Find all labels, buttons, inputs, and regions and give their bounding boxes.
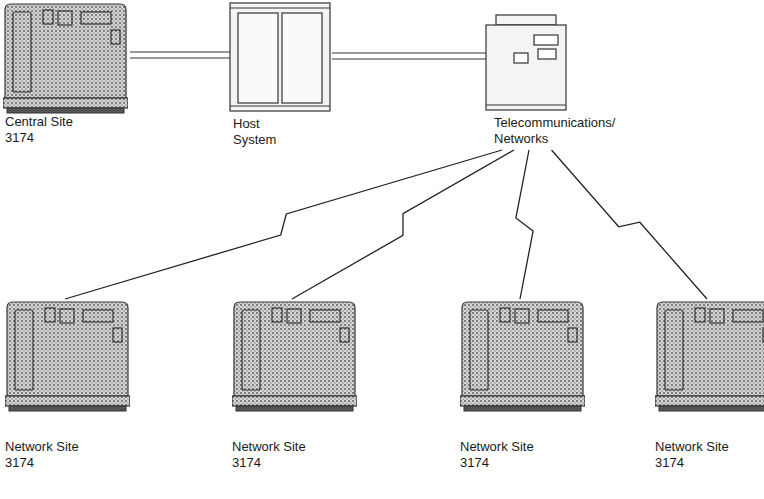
controller-3174: [460, 302, 585, 411]
telecom-link: [292, 150, 514, 299]
equipment-node: Network Site 3174: [458, 298, 588, 471]
controller-3174: [3, 4, 128, 113]
equipment-node: Central Site 3174: [2, 0, 130, 146]
controller-3174: [655, 302, 764, 411]
site-label: Host System: [233, 116, 285, 148]
equipment-node: Host System: [228, 1, 332, 148]
lightning-line: [65, 150, 502, 299]
equipment-node: Network Site 3174: [3, 298, 133, 471]
telecom-link: [65, 150, 502, 299]
cable-line: [130, 57, 230, 58]
cable-line: [332, 52, 486, 53]
lightning-line: [552, 150, 708, 299]
telecom-unit: [486, 15, 566, 110]
equipment-node: Telecommunications/ Networks: [484, 0, 634, 147]
site-label: Network Site 3174: [232, 439, 332, 471]
site-label: Telecommunications/ Networks: [494, 115, 632, 147]
cable-line: [130, 51, 230, 52]
site-label: Network Site 3174: [5, 439, 105, 471]
telecom-link: [516, 150, 533, 299]
equipment-node: Network Site 3174: [230, 298, 360, 471]
controller-3174: [5, 302, 130, 411]
equipment-node: Network Site 3174: [653, 298, 761, 471]
site-label: Central Site 3174: [5, 114, 100, 146]
cable-line: [332, 58, 486, 59]
channel-cable: [332, 53, 486, 59]
telecom-link: [552, 150, 708, 299]
host-system-cabinet: [230, 3, 330, 111]
site-label: Network Site 3174: [655, 439, 755, 471]
lightning-line: [516, 150, 533, 299]
site-label: Network Site 3174: [460, 439, 560, 471]
controller-3174: [232, 302, 357, 411]
channel-cable: [130, 52, 230, 58]
lightning-line: [292, 150, 514, 299]
